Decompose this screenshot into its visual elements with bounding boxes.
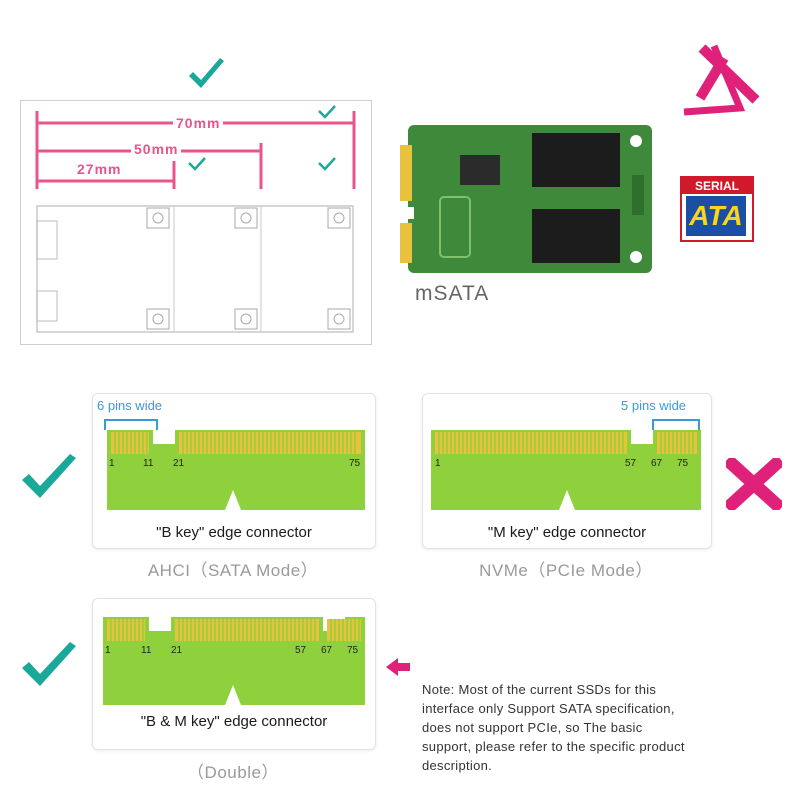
size-diagram: 70mm 50mm 27mm xyxy=(20,100,372,345)
b-key-pins-label: 6 pins wide xyxy=(97,398,163,413)
bm-key-pin-21: 21 xyxy=(171,645,183,656)
note-line: does not support PCIe, so The basic xyxy=(422,720,643,735)
m-key-pin-57: 57 xyxy=(625,458,637,469)
b-key-caption: "B key" edge connector xyxy=(156,524,312,541)
b-key-card: 6 pins wide 1 11 21 75 "B key" edge conn… xyxy=(92,393,376,549)
note-line: support, please refer to the specific pr… xyxy=(422,739,685,754)
b-key-check-icon xyxy=(20,452,78,504)
m-key-mode: NVMe（PCIe Mode） xyxy=(479,561,653,580)
dim-50mm-label: 50mm xyxy=(131,141,182,157)
note-line: description. xyxy=(422,758,493,773)
dim-70mm-label: 70mm xyxy=(173,115,224,131)
bm-key-mode: （Double） xyxy=(187,763,279,782)
b-key-mode: AHCI（SATA Mode） xyxy=(147,561,319,580)
b-key-pin-21: 21 xyxy=(173,458,185,469)
bm-key-card: 1 11 21 57 67 75 "B & M key" edge connec… xyxy=(92,598,376,750)
m-key-cross-icon xyxy=(722,454,786,514)
top-check-icon xyxy=(186,56,226,96)
bm-key-pin-67: 67 xyxy=(321,645,333,656)
bm-key-caption: "B & M key" edge connector xyxy=(140,713,328,730)
serial-ata-logo: SERIAL ATA xyxy=(680,176,754,242)
top-cross-icon xyxy=(680,38,766,118)
b-key-pin-1: 1 xyxy=(109,458,115,469)
msata-label: mSATA xyxy=(415,282,490,305)
m-key-caption: "M key" edge connector xyxy=(487,524,647,541)
arrow-left-icon xyxy=(384,656,412,678)
note-line: interface only Support SATA specificatio… xyxy=(422,701,675,716)
bm-key-pin-1: 1 xyxy=(105,645,111,656)
dim-27mm-label: 27mm xyxy=(77,161,122,177)
m-key-card: 5 pins wide 1 57 67 75 "M key" edge conn… xyxy=(422,393,712,549)
b-key-pin-75: 75 xyxy=(349,458,361,469)
m-key-pins-label: 5 pins wide xyxy=(621,398,687,413)
note-text: Note: Most of the current SSDs for this … xyxy=(422,680,792,775)
b-key-pin-11: 11 xyxy=(143,458,154,469)
bm-key-pin-75: 75 xyxy=(347,645,359,656)
msata-board xyxy=(400,125,652,273)
m-key-pin-75: 75 xyxy=(677,458,689,469)
note-line: Note: Most of the current SSDs for this xyxy=(422,682,657,697)
m-key-pin-1: 1 xyxy=(435,458,441,469)
serial-ata-line1: SERIAL xyxy=(682,178,752,194)
m-key-pin-67: 67 xyxy=(651,458,663,469)
bm-key-pin-11: 11 xyxy=(141,645,152,656)
bm-key-pin-57: 57 xyxy=(295,645,307,656)
serial-ata-line2: ATA xyxy=(686,196,746,236)
bm-key-check-icon xyxy=(20,640,78,692)
